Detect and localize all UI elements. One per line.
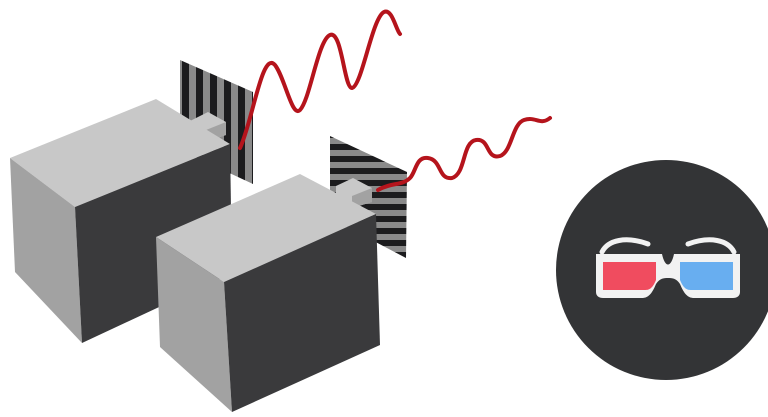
projector-box-top <box>10 99 230 207</box>
projector-box-top <box>156 174 376 282</box>
left-lens-red <box>603 262 656 290</box>
3d-glasses-icon <box>596 237 740 298</box>
right-lens-blue <box>680 262 733 290</box>
projector-box-front <box>75 144 232 343</box>
wave-horizontal <box>376 116 552 192</box>
projector-top <box>10 60 253 343</box>
3d-glasses-badge <box>556 160 768 380</box>
projector-box-side <box>156 237 232 412</box>
wave-vertical <box>238 9 402 150</box>
projector-box-front <box>224 214 380 412</box>
projector-box-side <box>10 158 82 343</box>
projector-bottom <box>156 136 407 412</box>
